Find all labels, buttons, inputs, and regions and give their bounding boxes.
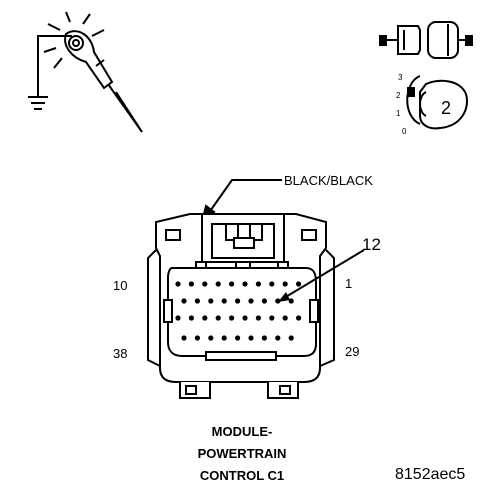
pin-cavity [188, 281, 194, 287]
pin-cavity [248, 335, 254, 341]
pin-cavity [296, 281, 302, 287]
pin-label-top-left: 10 [113, 278, 127, 293]
pin-cavity [208, 335, 214, 341]
pin-cavity [181, 335, 187, 341]
ignition-position-2: 2 [396, 91, 401, 100]
pin-cavity [229, 315, 235, 321]
pin-cavity [296, 315, 302, 321]
pin-cavity [215, 281, 221, 287]
ignition-position-1: 1 [396, 109, 401, 118]
pin-cavity [255, 315, 261, 321]
pin-cavity [261, 298, 267, 304]
pin-cavity [275, 335, 281, 341]
ignition-position-0: 0 [402, 127, 407, 136]
connector-disconnect-icon [379, 21, 473, 59]
pin-cavity [235, 335, 241, 341]
ignition-key-position: 2 [441, 98, 451, 118]
pin-cavity [194, 335, 200, 341]
pin-callout-number: 12 [362, 235, 381, 254]
test-light-probe-icon [28, 11, 143, 133]
pin-grid [175, 281, 302, 341]
pin-cavity [235, 298, 241, 304]
pin-cavity [208, 298, 214, 304]
ignition-position-3: 3 [398, 73, 403, 82]
connector-name-line-3: CONTROL C1 [200, 468, 284, 483]
pin-cavity [229, 281, 235, 287]
connector-name-line-2: POWERTRAIN [198, 446, 287, 461]
pin-cavity [288, 335, 294, 341]
connector-body [147, 213, 335, 399]
pin-cavity [194, 298, 200, 304]
pin-cavity [181, 298, 187, 304]
pin-label-top-right: 1 [345, 276, 352, 291]
pin-cavity [269, 315, 275, 321]
pin-callout-arrowhead [278, 292, 290, 302]
pin-cavity [175, 315, 181, 321]
pin-cavity [248, 298, 254, 304]
pin-cavity [188, 315, 194, 321]
pin-cavity [288, 298, 294, 304]
pin-cavity [175, 281, 181, 287]
pin-cavity [242, 281, 248, 287]
pin-cavity [261, 335, 267, 341]
pin-cavity [282, 281, 288, 287]
pin-cavity [282, 315, 288, 321]
ignition-key-icon [406, 75, 468, 130]
pin-cavity [242, 315, 248, 321]
pin-cavity [275, 298, 281, 304]
pin-cavity [269, 281, 275, 287]
pin-cavity [221, 298, 227, 304]
wire-color-label: BLACK/BLACK [284, 173, 373, 188]
pin-cavity [202, 281, 208, 287]
pin-cavity [202, 315, 208, 321]
pin-cavity [215, 315, 221, 321]
pin-cavity [255, 281, 261, 287]
pin-label-bottom-right: 29 [345, 344, 359, 359]
pin-cavity [221, 335, 227, 341]
figure-id: 8152aec5 [395, 466, 465, 483]
connector-name-line-1: MODULE- [212, 424, 273, 439]
pin-callout-leader [283, 249, 365, 299]
pin-label-bottom-left: 38 [113, 346, 127, 361]
